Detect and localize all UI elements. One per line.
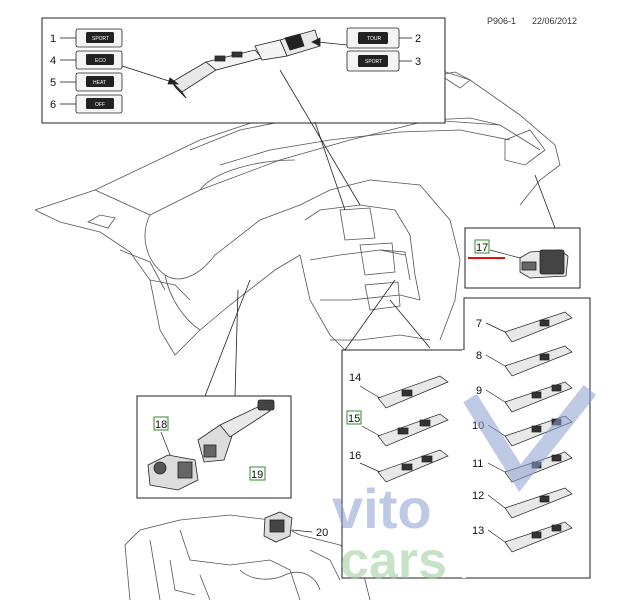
callout-8: 8 [476,350,482,362]
callout-17: 17 [476,242,488,254]
switch-item-16: 16 [349,449,449,483]
callout-1: 1 [50,33,56,45]
switch-item-4: 4 ECO [50,50,123,70]
callout-19: 19 [251,469,263,481]
switch-item-3: SPORT 3 [346,50,421,72]
callout-5: 5 [50,77,56,89]
callout-3: 3 [415,56,421,68]
switch-item-14: 14 [349,372,449,409]
callout-18: 18 [155,419,167,431]
watermark-check-icon [463,385,597,492]
switch-4-label: ECO [95,58,106,64]
callout-6: 6 [50,99,56,111]
switch-item-2: TOUR 2 [346,27,421,49]
watermark-line-2: cars [340,532,447,590]
stalk-switch-shape [197,399,275,463]
callout-15: 15 [348,413,360,425]
watermark-line-1: vito [332,477,432,540]
switch-5-label: HEAT [93,80,106,86]
left-switch-stack: 1 SPORT 4 ECO 5 HEAT 6 OFF [50,28,123,114]
switch-module-left [171,49,263,99]
watermark: vito cars [332,385,597,590]
dashboard-outline [34,69,561,356]
diagram-date: 22/06/2012 [532,16,577,26]
callout-12: 12 [472,490,484,502]
switch-2-label: TOUR [367,36,381,42]
switch-item-7: 7 [476,311,573,343]
switch-item-6: 6 OFF [50,94,123,114]
callout-11: 11 [472,458,483,470]
switch-item-9: 9 [476,381,573,413]
switch-1-label: SPORT [92,36,109,42]
callout-14: 14 [349,372,361,384]
switch-module-right [254,29,321,61]
switch-item-12: 12 [472,487,573,519]
stalk-switch-box: 18 19 [136,279,292,499]
callout-20: 20 [316,527,328,539]
right-switch-stack: TOUR 2 SPORT 3 [346,27,421,72]
ignition-switch-shape [147,454,199,491]
diagram-ref-code: P906-1 [487,16,516,26]
box-left-leader-lines [121,37,361,211]
switch-panel-left-column: 14 15 16 [346,372,449,483]
switch-item-15: 15 [346,410,449,447]
callout-7: 7 [476,318,482,330]
switch-item-1: 1 SPORT [50,28,123,48]
switch-6-label: OFF [95,102,105,108]
item-17-box: 17 [464,174,581,289]
switch-item-13: 13 [472,521,573,553]
switch-3-label: SPORT [365,59,382,65]
callout-2: 2 [415,33,421,45]
switch-17-shape [519,249,569,279]
callout-4: 4 [50,55,56,67]
switch-item-20: 20 [263,511,328,543]
switch-item-8: 8 [476,345,573,377]
switch-item-5: 5 HEAT [50,72,123,92]
callout-9: 9 [476,385,482,397]
callout-13: 13 [472,525,484,537]
callout-16: 16 [349,450,361,462]
